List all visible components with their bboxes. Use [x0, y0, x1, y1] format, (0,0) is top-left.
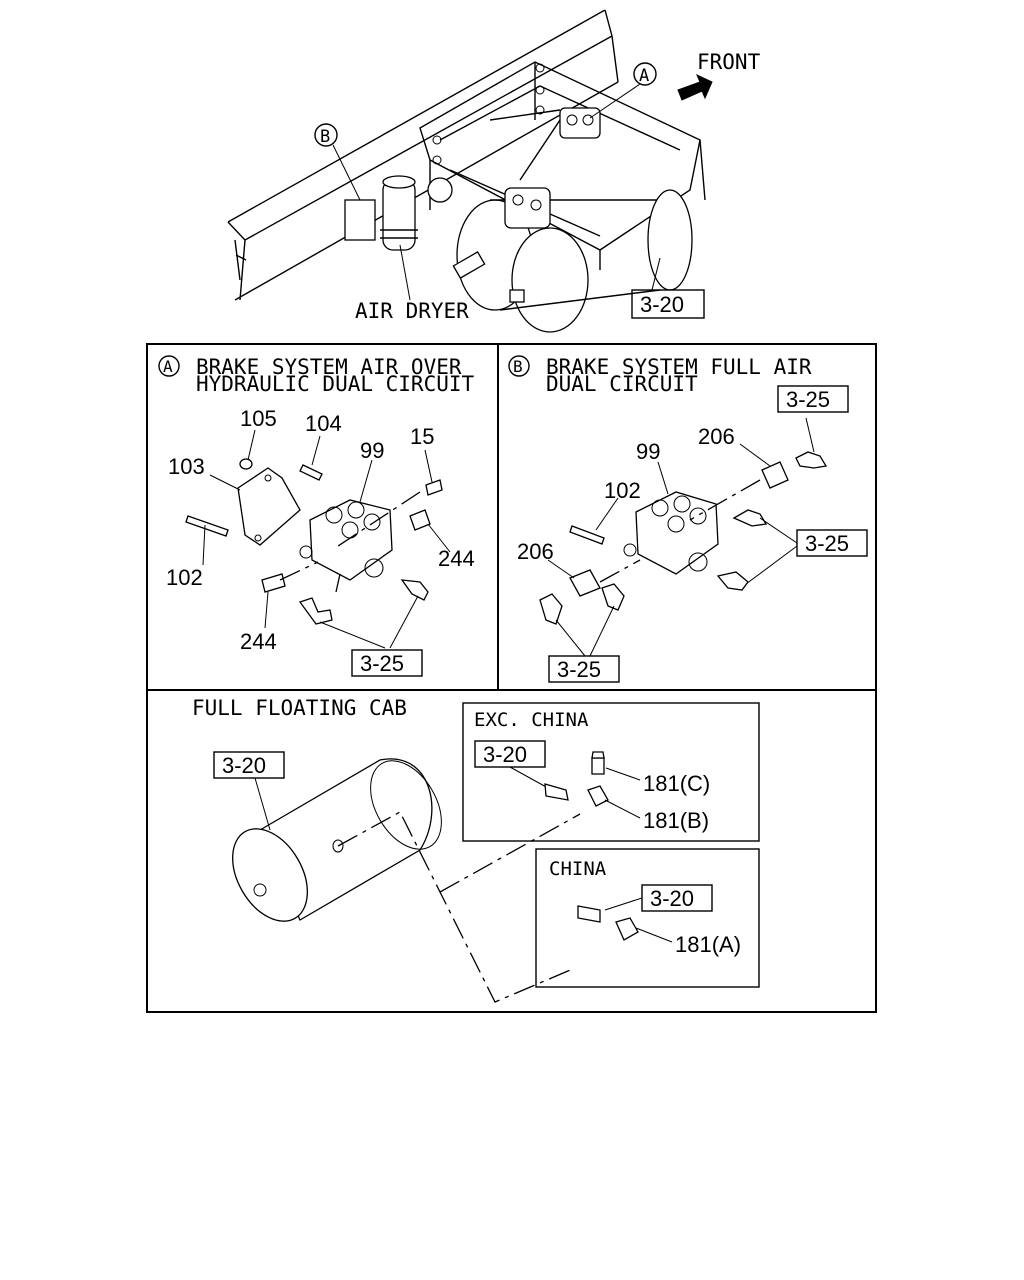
part-181c-label: 181(C): [643, 771, 710, 796]
panel-a-marker: A: [163, 357, 173, 376]
adapter-206-top-part: [761, 461, 789, 489]
part-181a-label: 181(A): [675, 932, 741, 957]
front-arrow-icon: [677, 73, 713, 101]
elbow-left-part: [298, 597, 333, 625]
tee-181b-part: [587, 785, 609, 807]
part-105-label: 105: [240, 406, 277, 431]
ref-3-20-overview-label: 3-20: [640, 292, 684, 317]
panel-c: FULL FLOATING CAB 3-20 EXC. CHINA 3-20 1…: [192, 696, 760, 1003]
exc-china-box: [462, 702, 760, 842]
nipple-part: [544, 783, 569, 801]
part-99-b-label: 99: [636, 439, 660, 464]
valve-99-part: [309, 499, 393, 581]
panel-c-ref-3-20-tank-label: 3-20: [222, 753, 266, 778]
fitting-244-bottom-part: [261, 573, 286, 593]
china-ref-3-20-label: 3-20: [650, 886, 694, 911]
panel-a: A BRAKE SYSTEM AIR OVER HYDRAULIC DUAL C…: [158, 355, 475, 677]
panel-b-title-line1: BRAKE SYSTEM FULL AIR: [546, 355, 812, 379]
elbow-right-part: [400, 579, 429, 601]
panel-a-title-line1: BRAKE SYSTEM AIR OVER: [196, 355, 462, 379]
panel-b-ref-box-3-25-bottom: [548, 655, 620, 683]
part-244-right-label: 244: [438, 546, 475, 571]
panel-b: B BRAKE SYSTEM FULL AIR DUAL CIRCUIT: [508, 355, 868, 683]
valve-99-b-part: [635, 491, 719, 575]
ref-box-3-20-overview: [631, 289, 705, 319]
panel-c-title: FULL FLOATING CAB: [192, 696, 407, 720]
bracket-part: [237, 467, 301, 546]
air-dryer-label: AIR DRYER: [355, 299, 469, 323]
fitting-244-right-part: [409, 509, 431, 531]
panel-b-ref-3-25-right-label: 3-25: [805, 531, 849, 556]
bolt-102-part: [185, 515, 229, 537]
part-102-b-label: 102: [604, 478, 641, 503]
elbow-bottom-left-part: [539, 593, 563, 625]
panel-b-ref-box-3-25-right: [796, 529, 868, 557]
panel-b-ref-3-25-top-label: 3-25: [786, 387, 830, 412]
callout-b-circle: [314, 123, 338, 147]
elbow-mid-right-part: [732, 509, 768, 527]
elbow-bottom-right-part: [716, 571, 749, 591]
main-frame: [146, 343, 877, 1013]
panel-b-ref-box-3-25-top: [777, 385, 849, 413]
front-label: FRONT: [697, 50, 761, 74]
air-tank-part: [232, 758, 442, 922]
part-181b-label: 181(B): [643, 808, 709, 833]
exc-china-title: EXC. CHINA: [474, 709, 589, 731]
elbow-181a-part: [615, 917, 639, 941]
ref-3-20-overview-leader: [651, 257, 661, 291]
panel-b-marker: B: [513, 357, 523, 376]
part-104-label: 104: [305, 411, 342, 436]
panel-b-marker-circle: [508, 355, 530, 377]
air-dryer-leader: [399, 244, 411, 301]
panel-b-title-line2: DUAL CIRCUIT: [546, 372, 698, 396]
part-15-label: 15: [410, 424, 434, 449]
callout-a-leader: [589, 83, 641, 119]
part-103-label: 103: [168, 454, 205, 479]
china-title: CHINA: [549, 858, 607, 880]
plug-15-part: [425, 479, 443, 496]
fitting-181c-part: [591, 757, 605, 775]
bolt-104-part: [299, 464, 323, 481]
panel-c-ref-box-3-20-tank: [213, 751, 285, 779]
overview-illustration: [227, 9, 706, 333]
nut-105-part: [239, 458, 253, 470]
callout-a-circle: [633, 62, 657, 86]
panel-b-ref-3-25-bottom-label: 3-25: [557, 657, 601, 682]
exc-china-ref-3-20-label: 3-20: [483, 742, 527, 767]
callout-b-leader: [332, 144, 361, 201]
elbow-top-part: [795, 451, 828, 469]
nipple-china-part: [577, 905, 601, 923]
panel-a-marker-circle: [158, 355, 180, 377]
part-99-label: 99: [360, 438, 384, 463]
part-206-left-label: 206: [517, 539, 554, 564]
panel-a-ref-box-3-25: [351, 649, 423, 677]
callout-a-label: A: [639, 66, 649, 86]
panel-a-title-line2: HYDRAULIC DUAL CIRCUIT: [196, 372, 475, 396]
china-box: [535, 848, 760, 988]
part-244-bottom-label: 244: [240, 629, 277, 654]
panel-a-ref-3-25-label: 3-25: [360, 651, 404, 676]
part-102-label: 102: [166, 565, 203, 590]
callout-b-label: B: [320, 127, 330, 147]
bolt-102-b-part: [569, 525, 605, 545]
adapter-206-left-part: [569, 569, 601, 597]
part-206-top-label: 206: [698, 424, 735, 449]
elbow-bottom-mid-part: [601, 583, 625, 611]
